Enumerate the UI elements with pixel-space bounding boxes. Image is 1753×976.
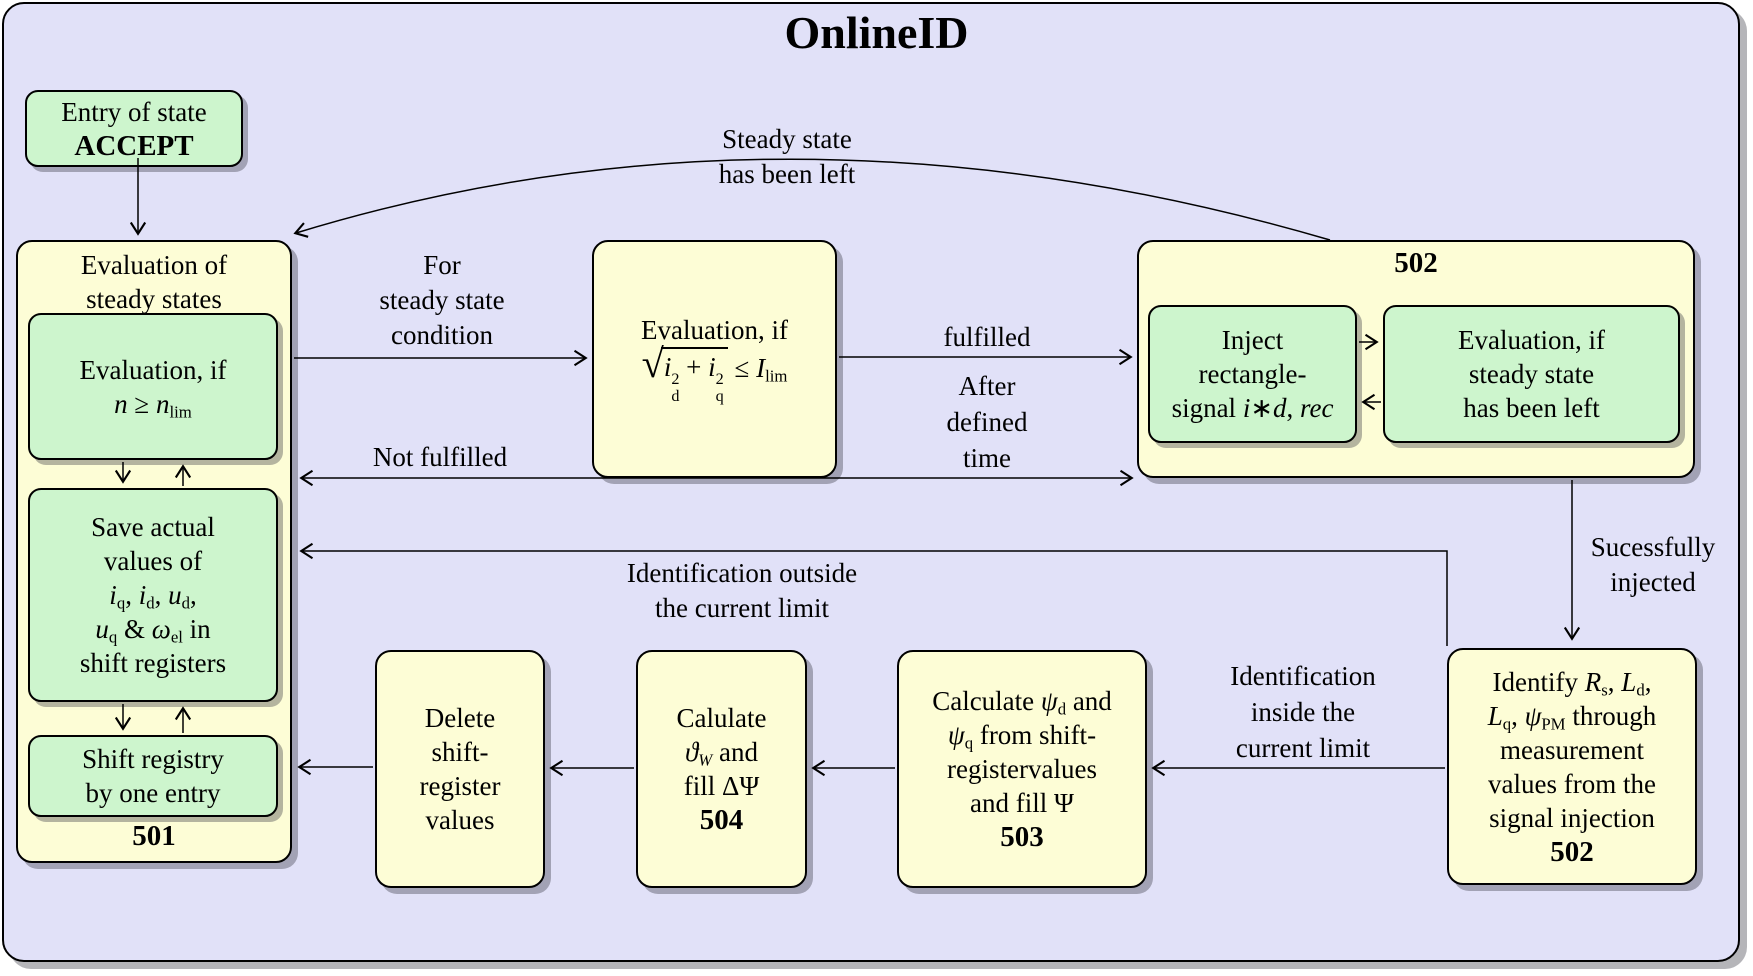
node-identify: Identify Rs, Ld, Lq, ψPM through measure… xyxy=(1447,648,1697,885)
text-line: values of xyxy=(103,546,203,576)
math-line: n ≥ nlim xyxy=(114,388,192,422)
text-line: shift registers xyxy=(79,648,227,678)
node-501-container: Evaluation of steady states Evaluation, … xyxy=(16,240,292,863)
text-line: rectangle- xyxy=(1198,359,1307,389)
text-line: values from the xyxy=(1488,768,1656,799)
node-delete-registers: Delete shift- register values xyxy=(375,650,545,888)
text-line: Entry of state xyxy=(61,96,207,127)
text-line: Evaluation, if xyxy=(79,354,227,385)
node-inject-signal: Inject rectangle- signal i∗d, rec xyxy=(1148,305,1357,443)
node-504-number: 504 xyxy=(699,804,744,836)
node-503-number: 503 xyxy=(1000,821,1044,853)
text-line: Save actual xyxy=(91,512,215,542)
text-line: signal injection xyxy=(1489,802,1655,833)
text-line: registervalues xyxy=(947,754,1097,784)
node-503-calc-psi: Calculate ψd and ψq from shift- register… xyxy=(897,650,1147,888)
edge-label-identification-inside: Identification inside the current limit xyxy=(1230,661,1376,763)
text-line: shift- xyxy=(431,737,489,767)
node-eval-n: Evaluation, if n ≥ nlim xyxy=(28,313,278,460)
diagram-title: OnlineID xyxy=(784,7,969,58)
text-line: steady state xyxy=(1468,359,1595,389)
text-line: Delete xyxy=(424,703,496,733)
node-shift-registry: Shift registry by one entry xyxy=(28,735,278,817)
edge-label-steady-state-left: Steady state has been left xyxy=(718,124,856,189)
math-line: ϑW and xyxy=(685,737,758,770)
math-line: Lq, ψPM through xyxy=(1487,700,1657,734)
node-501-number: 501 xyxy=(132,820,176,852)
edge-label-successfully-injected: Sucessfully injected xyxy=(1590,532,1716,597)
node-identify-number: 502 xyxy=(1550,835,1594,868)
text-line: steady states xyxy=(86,284,222,314)
text-line: Calulate xyxy=(676,703,767,733)
text-line: Shift registry xyxy=(82,744,224,774)
text-line: Evaluation, if xyxy=(1458,325,1605,355)
edge-label-fulfilled: fulfilled xyxy=(943,322,1031,352)
node-501-title: Evaluation of steady states xyxy=(18,248,290,316)
math-line: uq & ωel in xyxy=(95,614,211,647)
edge-label-identification-outside: Identification outside the current limit xyxy=(626,558,858,623)
text-line: measurement xyxy=(1500,734,1644,765)
math-line: Identify Rs, Ld, xyxy=(1492,666,1652,700)
text-line: register xyxy=(419,771,501,801)
edge-label-for-steady-state: For steady state condition xyxy=(379,250,505,350)
edge-label-not-fulfilled: Not fulfilled xyxy=(372,442,508,472)
text-line: has been left xyxy=(1463,393,1600,423)
math-line: signal i∗d, rec xyxy=(1171,393,1334,423)
node-502-number: 502 xyxy=(1394,247,1438,279)
text-line: Evaluation, if xyxy=(641,314,788,345)
node-504-calc-theta: Calulate ϑW and fill ΔΨ 504 xyxy=(636,650,807,888)
node-save-values: Save actual values of iq, id, ud, uq & ω… xyxy=(28,488,278,702)
edge-label-after-defined-time: After defined time xyxy=(946,371,1028,473)
text-line: Inject xyxy=(1221,325,1284,355)
math-line: iq, id, ud, xyxy=(109,580,197,613)
text-line: values xyxy=(425,805,495,835)
math-line: ψq from shift- xyxy=(947,720,1097,753)
text-line: by one entry xyxy=(85,778,221,808)
node-eval-steady-left: Evaluation, if steady state has been lef… xyxy=(1383,305,1680,443)
node-502-container: 502 Inject rectangle- signal i∗d, rec Ev… xyxy=(1137,240,1695,478)
text-line: ACCEPT xyxy=(74,129,194,162)
math-line: fill ΔΨ xyxy=(683,771,760,801)
text-line: Evaluation of xyxy=(80,250,228,280)
math-line: and fill Ψ xyxy=(970,788,1074,818)
node-entry-accept: Entry of state ACCEPT xyxy=(25,90,243,167)
math-line: Calculate ψd and xyxy=(932,686,1112,719)
